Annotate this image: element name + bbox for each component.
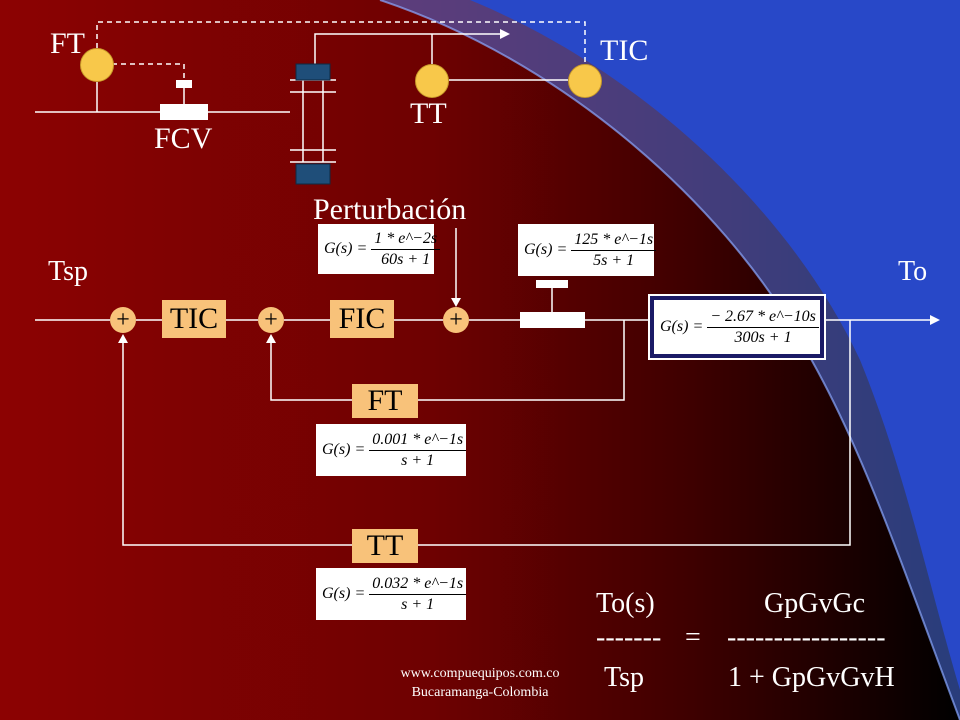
formula-rhs-bottom: 1 + GpGvGvH [728,662,895,693]
pipe-arrow [500,29,510,39]
formula-rhs-top: GpGvGc [764,588,866,619]
tf-flow-transmitter-numerator: 0.001 * e^−1s [369,431,467,451]
tf-temp-transmitter-fraction: 0.032 * e^−1s s + 1 [369,575,467,614]
tf-flow-transmitter: G(s) = 0.001 * e^−1s s + 1 [316,424,467,476]
footer: www.compuequipos.com.co Bucaramanga-Colo… [368,664,592,702]
block-tt: TT [352,529,418,563]
formula-lhs-bottom: Tsp [604,662,645,693]
tf-temp-transmitter-denominator: s + 1 [401,595,435,613]
formula-lhs-line: ------- [596,622,662,653]
tf-flow-transmitter-lhs: G(s) = [322,441,366,458]
label-ft-top: FT [50,27,86,60]
summing-junction-3: + [443,307,469,333]
block-tic: TIC [162,300,226,338]
tf-disturbance-lhs: G(s) = [324,240,368,257]
exchanger-top-head [295,63,331,81]
block-fic: FIC [330,300,394,338]
valve-actuator [536,280,568,288]
tf-valve-lhs: G(s) = [524,241,568,258]
summing-junction-1: + [110,307,136,333]
tf-temp-transmitter: G(s) = 0.032 * e^−1s s + 1 [316,568,467,620]
formula-lhs-top: To(s) [596,588,655,619]
tf-valve: G(s) = 125 * e^−1s 5s + 1 [518,224,657,276]
footer-website: www.compuequipos.com.co [400,666,560,681]
temperature-transmitter-instrument [415,64,449,98]
label-fcv: FCV [154,122,213,155]
tf-disturbance: G(s) = 1 * e^−2s 60s + 1 [318,224,441,274]
tf-valve-denominator: 5s + 1 [593,251,635,269]
block-lines [35,228,930,546]
tf-process-numerator: − 2.67 * e^−10s [707,308,819,328]
tf-temp-transmitter-numerator: 0.032 * e^−1s [369,575,467,595]
tf-process: G(s) = − 2.67 * e^−10s 300s + 1 [648,294,826,360]
flow-control-valve-actuator [176,80,192,88]
flow-control-valve-body [160,104,208,120]
temperature-controller-instrument [568,64,602,98]
formula-equals: = [685,622,701,653]
tf-flow-transmitter-fraction: 0.001 * e^−1s s + 1 [369,431,467,470]
tf-disturbance-fraction: 1 * e^−2s 60s + 1 [371,230,441,269]
exchanger-bottom-head [295,163,331,185]
valve-body [520,312,585,328]
tf-temp-transmitter-lhs: G(s) = [322,585,366,602]
decorative-swoosh-inner [470,0,960,690]
label-tt-top: TT [410,97,447,130]
tf-valve-fraction: 125 * e^−1s 5s + 1 [571,231,657,270]
tf-flow-transmitter-denominator: s + 1 [401,451,435,469]
tf-process-lhs: G(s) = [660,318,704,335]
formula-rhs-line: ----------------- [727,622,886,653]
label-output: To [898,256,928,287]
summing-junction-2: + [258,307,284,333]
label-tic-top: TIC [600,34,649,67]
flow-transmitter-instrument [80,48,114,82]
block-arrowheads [118,298,940,343]
footer-location: Bucaramanga-Colombia [411,685,549,700]
tf-disturbance-denominator: 60s + 1 [381,250,431,268]
label-perturbacion: Perturbación [313,193,467,226]
tf-process-fraction: − 2.67 * e^−10s 300s + 1 [707,308,819,347]
label-setpoint: Tsp [48,256,89,287]
tf-disturbance-numerator: 1 * e^−2s [371,230,441,250]
tf-process-denominator: 300s + 1 [734,328,792,346]
block-ft: FT [352,384,418,418]
tf-valve-numerator: 125 * e^−1s [571,231,657,251]
